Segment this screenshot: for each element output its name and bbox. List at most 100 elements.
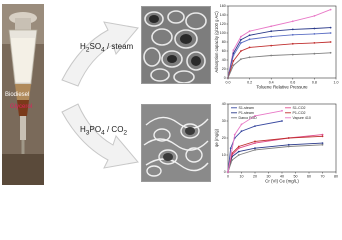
y-axis-label: qe (mg/g): [214, 128, 219, 147]
legend-label: P1-CO2: [293, 111, 306, 115]
data-point: [329, 8, 332, 11]
data-point: [248, 46, 251, 49]
x-tick-label: 80: [334, 175, 338, 179]
data-point: [254, 140, 256, 143]
x-tick-label: 10: [240, 175, 244, 179]
data-point: [237, 145, 240, 148]
legend-label: P1-steam: [239, 111, 254, 115]
sem-image-top: [141, 6, 211, 84]
y-tick-label: 0: [224, 170, 226, 174]
bottom-reagent-label: H3PO4 / CO2: [80, 125, 128, 137]
data-point: [270, 25, 273, 28]
data-point: [237, 154, 240, 156]
data-point: [248, 30, 251, 33]
y-tick-label: 80: [222, 40, 226, 44]
data-point: [229, 147, 232, 150]
legend-label: Vapure 410: [293, 116, 311, 120]
y-tick-label: 140: [220, 13, 226, 17]
data-point: [248, 56, 251, 59]
data-point: [232, 49, 235, 51]
data-point: [329, 41, 332, 43]
top-reagent-label: H2SO4 / steam: [80, 42, 134, 54]
data-point: [248, 34, 251, 37]
data-point: [231, 159, 233, 161]
data-point: [291, 33, 294, 36]
data-point: [233, 133, 236, 136]
y-tick-label: 10: [222, 153, 226, 157]
x-tick-label: 0.6: [290, 81, 295, 85]
data-point: [232, 64, 235, 67]
series-line-3: [227, 32, 331, 79]
process-arrows: [61, 21, 139, 169]
glycerol-label: Glycerol: [10, 104, 33, 110]
data-point: [291, 53, 294, 56]
data-point: [254, 147, 256, 150]
biodiesel-glycerol-photo: [2, 4, 44, 185]
x-tick-label: 40: [280, 175, 284, 179]
data-point: [329, 26, 332, 29]
data-point: [270, 35, 273, 38]
data-point: [227, 77, 229, 79]
series-line-2: [227, 134, 323, 173]
data-point: [254, 142, 256, 144]
data-point: [291, 42, 294, 45]
data-point: [313, 33, 316, 35]
x-tick-label: 50: [294, 175, 298, 179]
x-axis-label: Cr (VI) Ce (mg/L): [265, 179, 299, 184]
data-point: [240, 42, 242, 44]
data-point: [237, 150, 240, 153]
data-point: [321, 135, 324, 138]
data-point: [329, 51, 332, 54]
biodiesel-label: Biodiesel: [5, 92, 30, 98]
legend-label: Darco FGD: [239, 116, 258, 120]
series-line-2: [227, 27, 331, 79]
data-point: [248, 38, 251, 41]
data-point: [270, 44, 273, 47]
data-point: [291, 20, 294, 23]
data-point: [321, 143, 324, 146]
y-axis-label: Adsorption capacity (g/100 g AC): [214, 11, 219, 73]
x-tick-label: 0.4: [269, 81, 274, 85]
data-point: [313, 52, 316, 55]
data-point: [329, 32, 332, 34]
x-axis-label: Toluene Relative Pressure: [256, 85, 308, 90]
data-point: [287, 143, 290, 146]
data-point: [287, 137, 290, 139]
x-tick-label: 0.8: [312, 81, 317, 85]
data-point: [232, 52, 235, 55]
data-point: [237, 147, 240, 150]
data-point: [232, 60, 235, 62]
data-point: [270, 54, 273, 57]
y-tick-label: 30: [222, 119, 226, 123]
series-line-5: [227, 144, 323, 173]
x-tick-label: 20: [253, 175, 257, 179]
series-line-3: [227, 142, 323, 173]
x-tick-label: 0: [227, 175, 229, 179]
y-tick-label: 20: [222, 136, 226, 140]
x-tick-label: 70: [321, 175, 325, 179]
data-point: [232, 54, 235, 57]
series-line-4: [227, 135, 323, 173]
arrow-top: [61, 21, 139, 87]
y-tick-label: 100: [220, 31, 226, 35]
data-point: [313, 27, 316, 30]
y-tick-label: 60: [222, 49, 226, 53]
data-point: [281, 120, 283, 122]
data-point: [321, 142, 324, 144]
data-point: [227, 171, 229, 173]
data-point: [313, 15, 316, 17]
data-point: [240, 38, 242, 41]
series-line-4: [227, 41, 331, 79]
data-point: [240, 130, 243, 133]
data-point: [240, 58, 242, 60]
data-point: [270, 30, 273, 33]
data-point: [240, 123, 243, 126]
data-point: [254, 115, 256, 117]
series-line-5: [227, 52, 331, 79]
data-point: [240, 50, 242, 52]
data-point: [321, 133, 324, 136]
y-tick-label: 20: [222, 67, 226, 71]
data-point: [287, 145, 290, 148]
